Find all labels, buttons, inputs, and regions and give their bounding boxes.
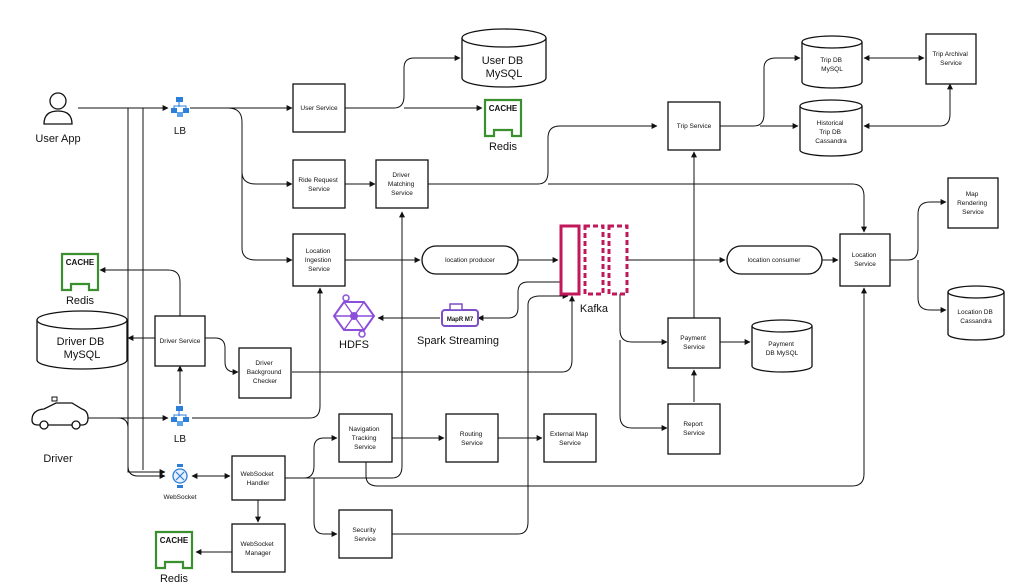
navigation-tracking-service: Navigation Tracking Service <box>338 413 393 463</box>
svg-text:Routing Service: Routing Service <box>460 431 484 447</box>
svg-text:location producer: location producer <box>445 257 496 264</box>
lb-top: LB <box>171 97 189 137</box>
driver-actor: Driver <box>31 396 89 465</box>
driver-db: Driver DB MySQL <box>36 310 128 370</box>
svg-text:User Service: User Service <box>300 105 338 112</box>
user-service: User Service <box>292 83 346 133</box>
driver-matching-service: Driver Matching Service <box>375 159 429 209</box>
svg-text:Trip DB MySQL: Trip DB MySQL <box>820 57 844 73</box>
redis-top-label: Redis <box>489 141 518 153</box>
svg-text:WebSocket Handler: WebSocket Handler <box>241 471 276 487</box>
svg-text:Navigation Tracking: Navigation Tracking Service <box>349 426 382 451</box>
svg-text:Driver Background: Driver Background Checker <box>247 360 284 385</box>
svg-text:Trip Archival Service: Trip Archival Service <box>932 51 969 67</box>
cache-icon: CACHE <box>483 98 523 138</box>
hdfs-label: HDFS <box>339 339 369 351</box>
svg-text:Location Service: Location Service <box>852 252 878 268</box>
user-db: User DB MySQL <box>461 28 547 88</box>
websocket-manager: WebSocket Manager <box>231 523 286 573</box>
svg-text:Map Rendering Serv: Map Rendering Service <box>957 191 989 216</box>
svg-text:Report Service: Report Service <box>683 421 705 437</box>
driver-label: Driver <box>43 453 73 465</box>
lb-bottom-label: LB <box>174 434 187 445</box>
redis-bottom-label: Redis <box>160 573 189 585</box>
load-balancer-icon <box>171 406 189 426</box>
car-icon <box>31 396 89 430</box>
location-consumer: location consumer <box>726 245 823 275</box>
redis-mid-label: Redis <box>66 295 95 307</box>
user-icon <box>43 92 73 125</box>
svg-text:Historical Trip DB: Historical Trip DB Cassandra <box>815 120 847 145</box>
svg-text:CACHE: CACHE <box>160 536 189 545</box>
trip-archival-service: Trip Archival Service <box>925 33 977 85</box>
user-app-actor: User App <box>35 92 81 145</box>
location-ingestion-service: Location Ingestion Service <box>292 233 346 287</box>
svg-text:Driver Service: Driver Service <box>160 338 201 345</box>
svg-text:Driver Matching Se: Driver Matching Service <box>388 172 416 197</box>
svg-text:Driver DB MySQL: Driver DB MySQL <box>57 336 108 361</box>
trip-db: Trip DB MySQL <box>801 35 863 89</box>
report-service: Report Service <box>667 403 721 455</box>
svg-text:External Map Service: External Map Service <box>550 431 590 447</box>
ride-request-service: Ride Request Service <box>292 159 346 209</box>
hdfs-icon <box>332 294 376 338</box>
spark-streaming-label: Spark Streaming <box>417 335 499 347</box>
external-map-service: External Map Service <box>543 413 597 463</box>
svg-text:Trip Service: Trip Service <box>677 123 712 130</box>
svg-text:Payment Service: Payment Service <box>680 335 707 351</box>
driver-background-checker: Driver Background Checker <box>238 347 292 399</box>
security-service: Security Service <box>338 509 393 559</box>
map-rendering-service: Map Rendering Service <box>947 177 999 229</box>
websocket-handler: WebSocket Handler <box>231 455 286 501</box>
websocket-icon <box>172 464 188 488</box>
svg-text:User DB MySQL: User DB MySQL <box>482 55 527 80</box>
svg-text:Location Ingestion: Location Ingestion Service <box>305 248 333 273</box>
load-balancer-icon <box>171 97 189 117</box>
websocket-label: WebSocket <box>163 494 196 501</box>
location-service: Location Service <box>839 233 891 287</box>
payment-db: Payment DB MySQL <box>751 319 813 373</box>
kafka-label: Kafka <box>580 303 609 315</box>
trip-service: Trip Service <box>667 101 721 151</box>
svg-text:Ride Request Service: Ride Request Service <box>298 177 339 193</box>
lb-bottom: LB <box>171 406 189 445</box>
hdfs: HDFS <box>332 294 376 351</box>
historical-trip-db: Historical Trip DB Cassandra <box>799 99 863 157</box>
spark-icon: MapR M7 <box>441 303 479 327</box>
svg-text:Location DB Cassandra: Location DB Cassandra <box>957 309 994 325</box>
cache-icon: CACHE <box>60 252 100 292</box>
cache-icon: CACHE <box>154 530 194 570</box>
svg-text:CACHE: CACHE <box>489 104 518 113</box>
svg-text:WebSocket Manager: WebSocket Manager <box>241 541 276 557</box>
kafka-icon <box>559 224 629 296</box>
lb-top-label: LB <box>174 126 187 137</box>
redis-cache-top: CACHE Redis <box>483 98 523 153</box>
routing-service: Routing Service <box>445 413 499 463</box>
location-db: Location DB Cassandra <box>947 285 1005 341</box>
svg-text:MapR M7: MapR M7 <box>447 317 474 323</box>
svg-text:location consumer: location consumer <box>748 257 802 264</box>
payment-service: Payment Service <box>667 317 721 369</box>
kafka: Kafka <box>559 224 629 315</box>
user-app-label: User App <box>35 133 80 145</box>
websocket-node: WebSocket <box>163 464 197 501</box>
spark-streaming: MapR M7 Spark Streaming <box>417 303 499 347</box>
connectors <box>78 55 953 555</box>
svg-text:CACHE: CACHE <box>66 258 95 267</box>
redis-cache-mid: CACHE Redis <box>60 252 100 307</box>
svg-text:Payment DB MySQL: Payment DB MySQL <box>766 341 799 357</box>
location-producer: location producer <box>421 245 519 275</box>
svg-text:Security Service: Security Service <box>352 527 377 543</box>
redis-cache-bottom: CACHE Redis <box>154 530 194 585</box>
driver-service: Driver Service <box>154 315 206 367</box>
